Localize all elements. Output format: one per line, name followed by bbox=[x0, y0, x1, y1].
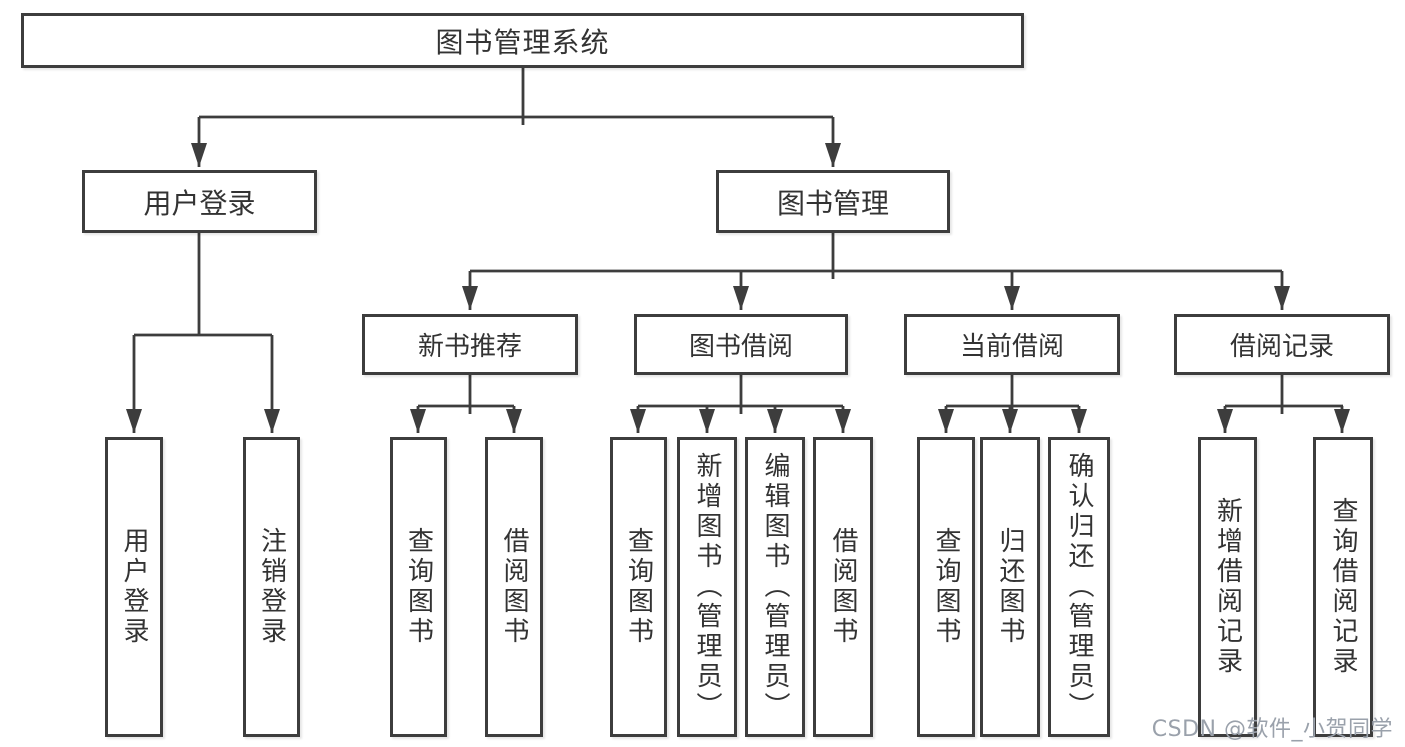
node-leaf-logout: 注销登录 bbox=[243, 437, 300, 737]
node-new-book-recommendation: 新书推荐 bbox=[362, 314, 578, 375]
node-leaf-add-books-admin: 新增图书（管理员） bbox=[677, 437, 737, 737]
node-book-management: 图书管理 bbox=[716, 170, 950, 233]
node-leaf-add-borrow-record: 新增借阅记录 bbox=[1198, 437, 1257, 737]
node-leaf-query-books-recommend: 查询图书 bbox=[390, 437, 447, 737]
node-leaf-query-borrow-record: 查询借阅记录 bbox=[1313, 437, 1373, 737]
watermark: CSDN @软件_小贺同学 bbox=[1151, 717, 1393, 742]
node-leaf-borrow-books-recommend: 借阅图书 bbox=[485, 437, 543, 737]
node-user-login: 用户登录 bbox=[82, 170, 317, 233]
node-leaf-return-books: 归还图书 bbox=[980, 437, 1040, 737]
node-current-borrowing: 当前借阅 bbox=[904, 314, 1120, 375]
node-leaf-query-books-current: 查询图书 bbox=[917, 437, 975, 737]
node-library-management-system: 图书管理系统 bbox=[21, 13, 1024, 68]
node-borrowing-records: 借阅记录 bbox=[1174, 314, 1390, 375]
node-leaf-confirm-return-admin: 确认归还（管理员） bbox=[1048, 437, 1110, 737]
node-leaf-edit-books-admin: 编辑图书（管理员） bbox=[745, 437, 805, 737]
node-leaf-query-books-borrow: 查询图书 bbox=[610, 437, 667, 737]
connector-trunks bbox=[134, 68, 1343, 414]
node-leaf-user-login: 用户登录 bbox=[105, 437, 163, 737]
node-leaf-borrow-books: 借阅图书 bbox=[813, 437, 873, 737]
node-book-borrowing: 图书借阅 bbox=[634, 314, 848, 375]
